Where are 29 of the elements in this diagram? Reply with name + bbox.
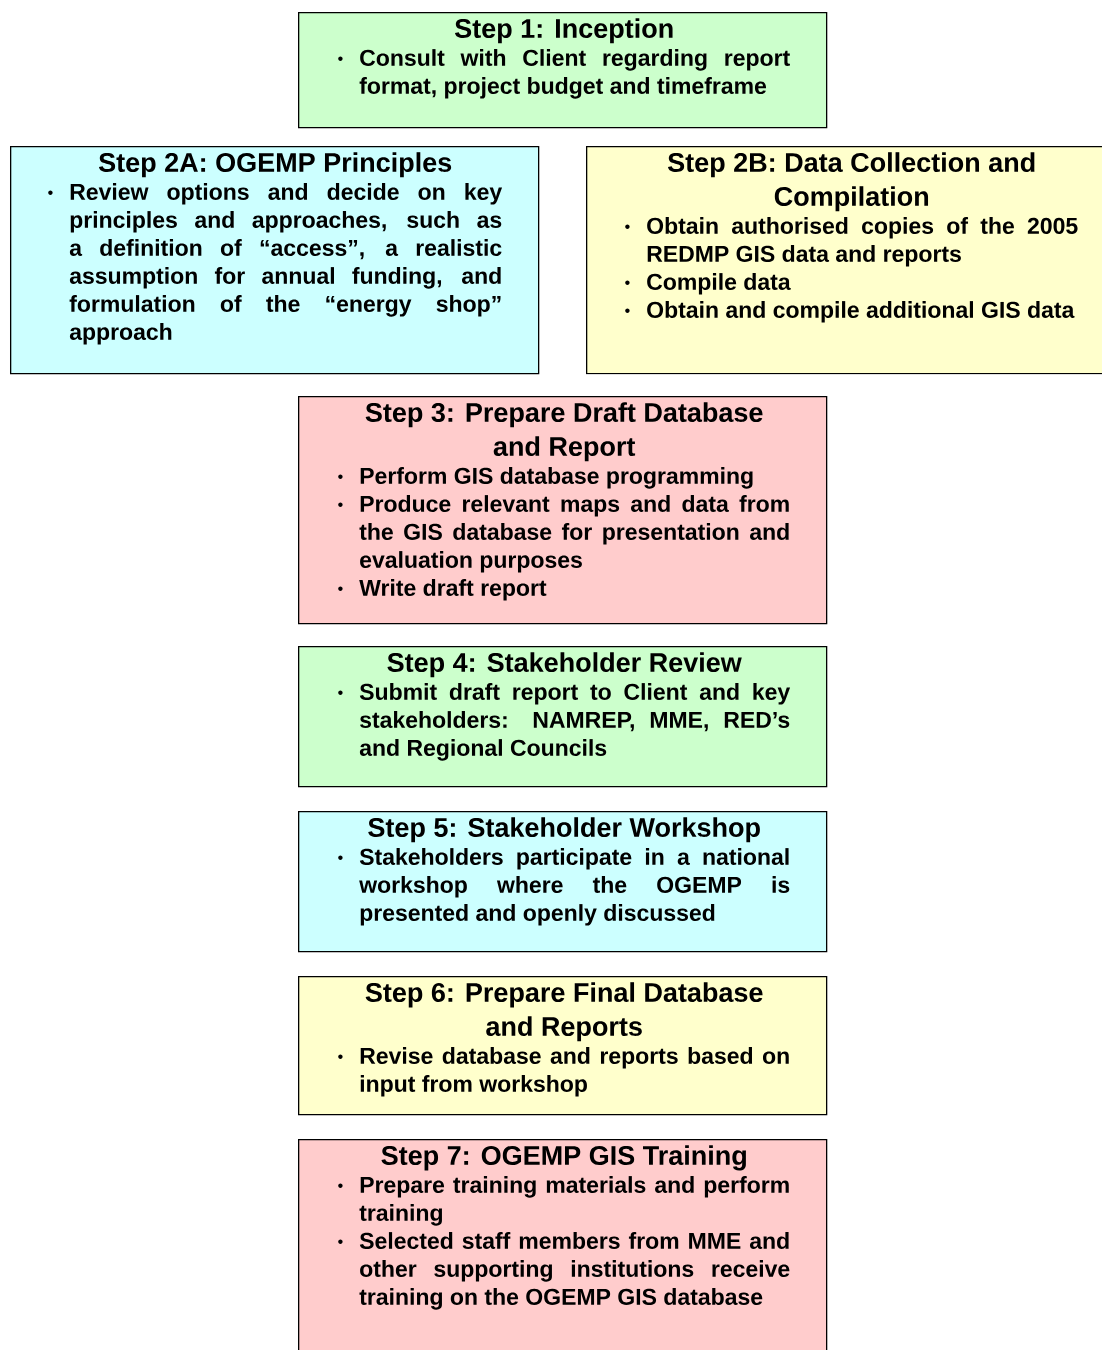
step-heading: Step 4: Stakeholder Review (387, 652, 742, 678)
bullet-item: Consult with Client regarding report format, project budget and timeframe (338, 49, 790, 99)
bullet-item: Obtain authorised copies of the 2005 REDMP GIS data and reports (625, 217, 1078, 267)
bullet-item: Submit draft report to Client and key stakeholders: NAMREP, MME, RED’s and Regional Councils (338, 683, 791, 761)
step-heading: Step 2A: OGEMP Principles (98, 152, 452, 178)
step-heading: Step 5: Stakeholder Workshop (368, 817, 760, 843)
step-box (298, 646, 828, 788)
step-heading: Step 1: Inception (454, 18, 673, 44)
step-heading: Step 2B: Data Collection and Compilation (667, 152, 1035, 212)
bullet-item: Produce relevant maps and data from the GIS database for presentation and evaluation purposes (338, 495, 789, 573)
step-heading: Step 6: Prepare Final Database and Reports (365, 982, 763, 1042)
bullet-item: Perform GIS database programming (338, 467, 753, 489)
bullet-item: Obtain and compile additional GIS data (625, 301, 1075, 323)
step-box (298, 976, 828, 1116)
step-box (298, 12, 828, 129)
bullet-item: Stakeholders participate in a national workshop where the OGEMP is presented and openly discussed (338, 848, 790, 926)
bullet-item: Compile data (625, 273, 791, 295)
bullet-item: Revise database and reports based on input from workshop (338, 1047, 789, 1097)
step-box (10, 146, 540, 375)
step-heading: Step 3: Prepare Draft Database and Report (365, 402, 763, 462)
step-box (298, 1139, 828, 1350)
bullet-item: Write draft report (338, 579, 547, 601)
bullet-item: Prepare training materials and perform training (338, 1176, 789, 1226)
bullet-item: Review options and decide on key principles and approaches, such as a definition of “access”, a realistic assumption for annual funding, and formulation of the “energy shop” approach (48, 183, 503, 345)
step-box (298, 396, 828, 625)
step-box (586, 146, 1102, 375)
bullet-item: Selected staff members from MME and other supporting institutions receive training on the OGEMP GIS database (338, 1232, 790, 1310)
step-box (298, 811, 828, 953)
step-heading: Step 7: OGEMP GIS Training (381, 1145, 746, 1171)
